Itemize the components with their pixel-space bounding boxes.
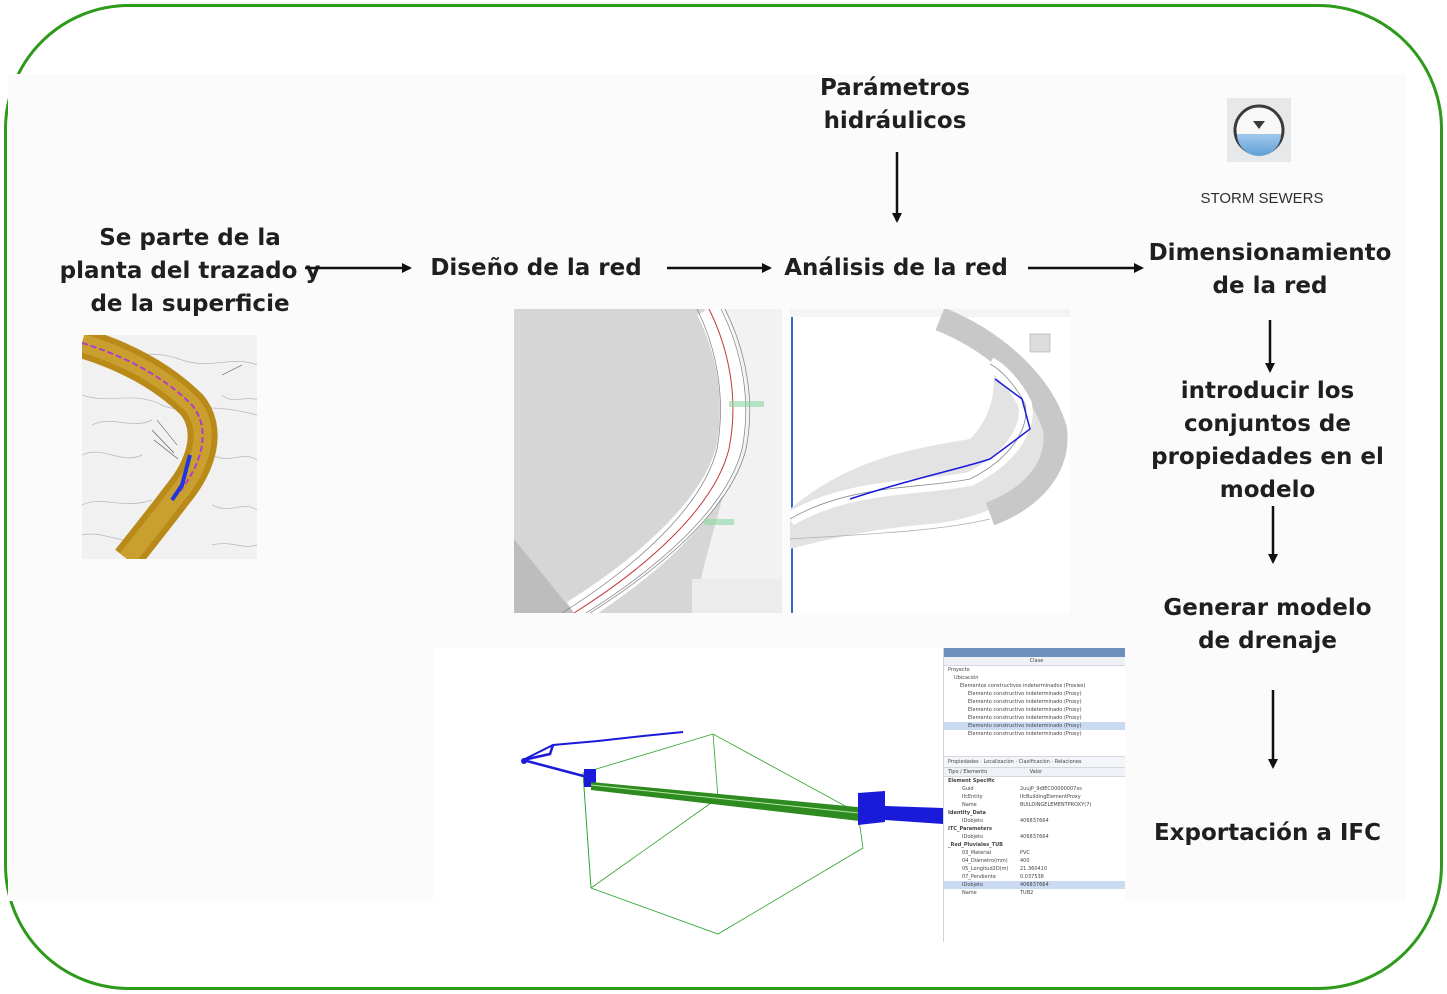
- tree-row[interactable]: Elemento constructivo indeterminado (Pro…: [968, 707, 1082, 713]
- property-key: 07_Pendiente: [962, 874, 996, 880]
- step-sizing-label: Dimensionamiento de la red: [1148, 240, 1392, 299]
- property-key: 05_Longitud2D(m): [962, 866, 1009, 872]
- step-psets-label: introducir los conjuntos de propiedades …: [1151, 378, 1384, 503]
- property-key: Guid: [962, 786, 974, 792]
- property-row[interactable]: Identity_Data: [944, 809, 1125, 817]
- tree-row[interactable]: Proyecto: [948, 667, 970, 673]
- property-key: IfcEntity: [962, 794, 983, 800]
- tree-row[interactable]: Elemento constructivo indeterminado (Pro…: [968, 699, 1082, 705]
- property-row[interactable]: ITC_Parameters: [944, 825, 1125, 833]
- property-row[interactable]: 05_Longitud2D(m) 21.360410: [944, 865, 1125, 873]
- property-key: IDobjeto: [962, 818, 984, 824]
- property-value: 21.360410: [1020, 866, 1048, 872]
- tree-row[interactable]: Elementos constructivos indeterminados (…: [960, 683, 1086, 689]
- tab-location[interactable]: Localización: [983, 759, 1014, 765]
- step-start-label: Se parte de la planta del trazado y de l…: [59, 225, 321, 317]
- step-analysis-label: Análisis de la red: [784, 255, 1008, 281]
- property-row[interactable]: IfcEntity IfcBuildingElementProxy: [944, 793, 1125, 801]
- storm-sewers-button: STORM SEWERS: [1187, 95, 1327, 220]
- property-key: 03_Material: [962, 850, 992, 856]
- property-value: 2uujP_9dIEC00000007xs: [1020, 786, 1082, 792]
- diagram-frame: [4, 4, 1443, 990]
- step-model-label: Generar modelo de drenaje: [1163, 595, 1372, 654]
- props-header: Tipo / Elemento Valor: [944, 768, 1125, 777]
- property-row[interactable]: 03_Material PVC: [944, 849, 1125, 857]
- property-row[interactable]: Guid 2uujP_9dIEC00000007xs: [944, 785, 1125, 793]
- step-export-label: Exportación a IFC: [1153, 820, 1382, 846]
- property-key: IDobjeto: [962, 834, 984, 840]
- tab-properties[interactable]: Propiedades: [948, 759, 979, 765]
- alignment-plan-image: [82, 335, 257, 559]
- property-row[interactable]: Name TUB2: [944, 889, 1125, 897]
- network-analysis-image: [790, 309, 1070, 613]
- property-row[interactable]: IDobjeto 406837664: [944, 817, 1125, 825]
- property-value: 400: [1020, 858, 1030, 864]
- property-value: 0.037538: [1020, 874, 1044, 880]
- property-key: ITC_Parameters: [948, 826, 993, 832]
- property-row[interactable]: Element Specific: [944, 777, 1125, 785]
- property-row[interactable]: _Red_Pluviales_TUB: [944, 841, 1125, 849]
- property-key: _Red_Pluviales_TUB: [948, 842, 1003, 848]
- network-design-image: [514, 309, 782, 613]
- hydraulic-params-label: Parámetros hidráulicos: [819, 75, 971, 134]
- tree-row-selected[interactable]: Elemento constructivo indeterminado (Pro…: [944, 722, 1125, 730]
- tree-header: Clase: [944, 657, 1125, 666]
- property-value: 406837664: [1020, 834, 1049, 840]
- property-key: Name: [962, 890, 977, 896]
- property-value: 406837664: [1020, 882, 1049, 888]
- storm-sewers-label: STORM SEWERS: [1200, 190, 1324, 207]
- property-value: PVC: [1020, 850, 1030, 856]
- drainage-model-image: [433, 648, 943, 942]
- property-key: Identity_Data: [948, 810, 986, 816]
- property-row[interactable]: IDobjeto 406837664: [944, 833, 1125, 841]
- ifc-properties-panel: Clase Proyecto Ubicación Elementos const…: [943, 648, 1125, 942]
- property-value: IfcBuildingElementProxy: [1020, 794, 1081, 800]
- property-key: Name: [962, 802, 977, 808]
- tree-row[interactable]: Ubicación: [954, 675, 979, 681]
- property-value: 406837664: [1020, 818, 1049, 824]
- property-row[interactable]: 04_Diámetro(mm) 400: [944, 857, 1125, 865]
- property-key: 04_Diámetro(mm): [962, 858, 1008, 864]
- properties-tabs: Propiedades · Localización · Clasificaci…: [944, 756, 1125, 768]
- tab-relations[interactable]: Relaciones: [1054, 759, 1082, 765]
- property-row[interactable]: Name BUILDINGELEMENTPROXY(7): [944, 801, 1125, 809]
- property-key: IDobjeto: [962, 882, 984, 888]
- tree-row[interactable]: Elemento constructivo indeterminado (Pro…: [968, 691, 1082, 697]
- panel-titlebar: [944, 648, 1125, 657]
- property-value: BUILDINGELEMENTPROXY(7): [1020, 802, 1092, 808]
- tree-row[interactable]: Elemento constructivo indeterminado (Pro…: [968, 715, 1082, 721]
- property-row[interactable]: IDobjeto 406837664: [944, 881, 1125, 889]
- property-key: Element Specific: [948, 778, 995, 784]
- storm-sewers-icon: [1227, 98, 1291, 162]
- tree-row[interactable]: Elemento constructivo indeterminado (Pro…: [968, 731, 1082, 737]
- step-design-label: Diseño de la red: [430, 255, 642, 281]
- tab-classification[interactable]: Clasificación: [1018, 759, 1050, 765]
- property-row[interactable]: 07_Pendiente 0.037538: [944, 873, 1125, 881]
- property-value: TUB2: [1020, 890, 1034, 896]
